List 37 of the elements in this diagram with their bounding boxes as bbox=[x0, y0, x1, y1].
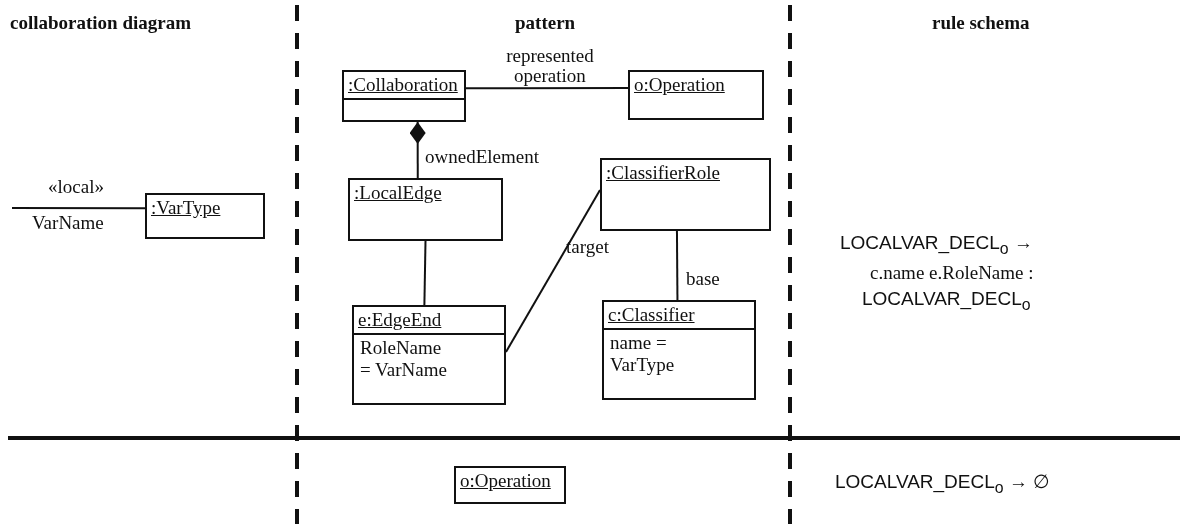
edge-label: base bbox=[686, 268, 720, 290]
object-name: o:Operation bbox=[633, 73, 726, 97]
object-box bbox=[602, 300, 756, 400]
rule-text: c.name e.RoleName : bbox=[870, 262, 1034, 284]
object-name: e:EdgeEnd bbox=[357, 308, 443, 332]
edge-label: ownedElement bbox=[425, 146, 539, 168]
object-box bbox=[348, 178, 503, 241]
object-box bbox=[352, 305, 506, 405]
connector bbox=[423, 240, 427, 306]
rule-text: LOCALVAR_DECL$_{o}$ → bbox=[840, 232, 1033, 258]
object-box bbox=[600, 158, 771, 231]
composition-line bbox=[409, 121, 426, 179]
object-box bbox=[454, 466, 566, 504]
object-name: :LocalEdge bbox=[353, 181, 443, 205]
object-name: :ClassifierRole bbox=[605, 161, 721, 185]
object-name: o:Operation bbox=[459, 469, 552, 493]
object-box bbox=[628, 70, 764, 120]
column-heading: pattern bbox=[515, 12, 576, 34]
connector bbox=[11, 207, 146, 210]
rule-text: LOCALVAR_DECL$_{o}$ bbox=[862, 288, 1031, 314]
attribute-text: name = VarType bbox=[609, 331, 676, 377]
edge-label: «local» bbox=[48, 176, 104, 198]
edge-label: represented operation bbox=[505, 46, 595, 86]
connector bbox=[675, 230, 679, 301]
connector bbox=[505, 189, 601, 353]
column-heading: rule schema bbox=[932, 12, 1030, 34]
connector bbox=[465, 87, 629, 90]
object-box bbox=[342, 70, 466, 122]
edge-label: target bbox=[566, 236, 609, 258]
object-name: :VarType bbox=[150, 196, 222, 220]
object-box bbox=[145, 193, 265, 239]
role-name: VarName bbox=[32, 212, 104, 234]
object-name: :Collaboration bbox=[347, 73, 459, 97]
attribute-text: RoleName = VarName bbox=[359, 336, 448, 382]
column-heading: collaboration diagram bbox=[10, 12, 192, 34]
object-name: c:Classifier bbox=[607, 303, 696, 327]
rule-text: LOCALVAR_DECL$_{o}$ → ∅ bbox=[835, 470, 1051, 497]
